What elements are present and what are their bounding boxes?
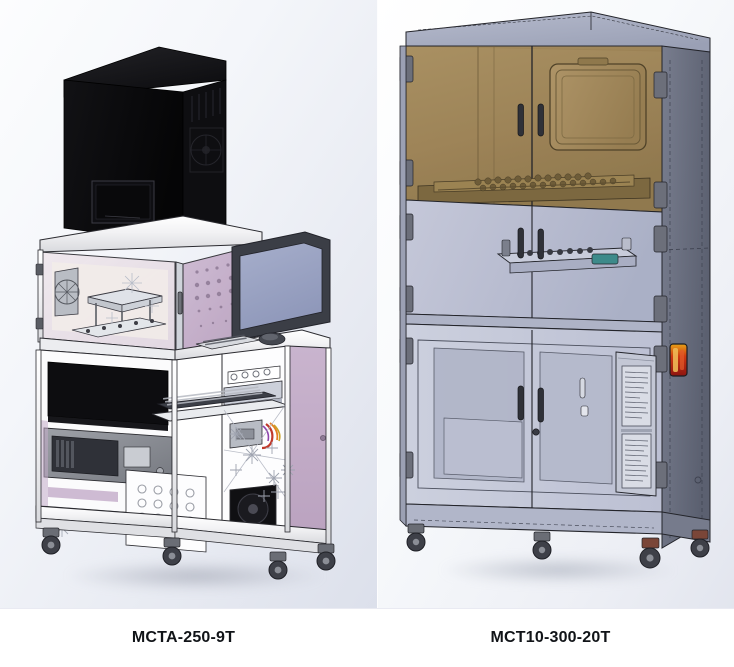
keyboard-icon[interactable] xyxy=(156,391,277,410)
lower-right-window xyxy=(539,351,613,485)
caster-wheels xyxy=(41,527,336,580)
figure-strip xyxy=(0,0,734,609)
vent-slots-icon xyxy=(191,88,221,122)
electronics-bay xyxy=(615,351,657,497)
mid-section-doors[interactable] xyxy=(378,0,668,323)
strip-baseline xyxy=(0,608,734,609)
module-vents-icon xyxy=(624,371,649,419)
lower-cabinet xyxy=(39,345,331,553)
floor-shadow xyxy=(65,561,325,591)
chamber-hinges xyxy=(35,263,44,330)
cabinet-side-panel xyxy=(661,45,711,549)
caster-wheel xyxy=(690,529,710,558)
black-instrument-enclosure xyxy=(63,46,227,245)
caster-wheel xyxy=(41,527,61,555)
cad-highlight-sparkles xyxy=(106,273,159,324)
inspection-window xyxy=(549,57,647,151)
instrument-module-top xyxy=(621,365,652,427)
power-supply-module xyxy=(229,419,263,449)
machine-render-mct10-300-20t xyxy=(378,0,734,609)
caster-wheel xyxy=(268,551,288,580)
component-shelf xyxy=(417,172,651,205)
left-frame-post xyxy=(399,45,407,527)
deck-input-devices[interactable] xyxy=(195,332,286,350)
caster-wheel xyxy=(162,537,182,566)
upper-amber-chamber xyxy=(399,45,668,213)
door-handle[interactable] xyxy=(177,291,183,315)
controller-rack xyxy=(47,361,169,431)
cad-sparkles xyxy=(229,427,295,502)
status-beacon xyxy=(669,343,688,377)
monitor-screen xyxy=(239,242,323,331)
caster-wheel xyxy=(406,523,426,552)
figure-panel-right xyxy=(378,0,734,609)
hinges-upper-right xyxy=(653,71,668,209)
caster-wheel xyxy=(532,531,552,560)
cooling-fan xyxy=(229,484,277,534)
chamber-fan-housing xyxy=(54,267,80,317)
upper-test-chamber xyxy=(35,215,263,353)
tray-teal-block xyxy=(591,253,619,265)
caption-cell-left: MCTA-250-9T xyxy=(0,609,367,667)
caster-wheels xyxy=(406,523,710,569)
lower-door-handles[interactable] xyxy=(517,385,544,436)
caster-wheel xyxy=(316,543,336,571)
linear-rail xyxy=(71,317,167,338)
keyboard-tray[interactable] xyxy=(151,386,291,422)
module-vents-icon-2 xyxy=(624,439,649,482)
side-panel-latch[interactable] xyxy=(694,476,702,484)
cabinet-top-cap xyxy=(405,11,711,53)
wire-bundle xyxy=(261,422,281,450)
rear-fan-panel xyxy=(189,127,224,173)
caption-mcta-250-9t: MCTA-250-9T xyxy=(131,629,236,646)
machine-render-mcta-250-9t xyxy=(0,0,378,609)
mid-door-handles[interactable] xyxy=(517,227,544,260)
panel-divider xyxy=(377,0,378,609)
side-door-latch[interactable] xyxy=(320,435,326,441)
caster-wheel xyxy=(639,537,661,569)
floor-shadow xyxy=(440,556,676,584)
upper-door-handles[interactable] xyxy=(517,103,544,137)
lower-section-doors[interactable] xyxy=(399,323,668,513)
cart-base-frame xyxy=(35,345,332,555)
caption-cell-right: MCT10-300-20T xyxy=(367,609,734,667)
caption-mct10-300-20t: MCT10-300-20T xyxy=(490,629,611,646)
work-deck xyxy=(174,329,331,361)
figure-panel-left xyxy=(0,0,378,609)
door-lock-icon[interactable] xyxy=(532,428,540,436)
caption-row: MCTA-250-9T MCT10-300-20T xyxy=(0,609,734,667)
